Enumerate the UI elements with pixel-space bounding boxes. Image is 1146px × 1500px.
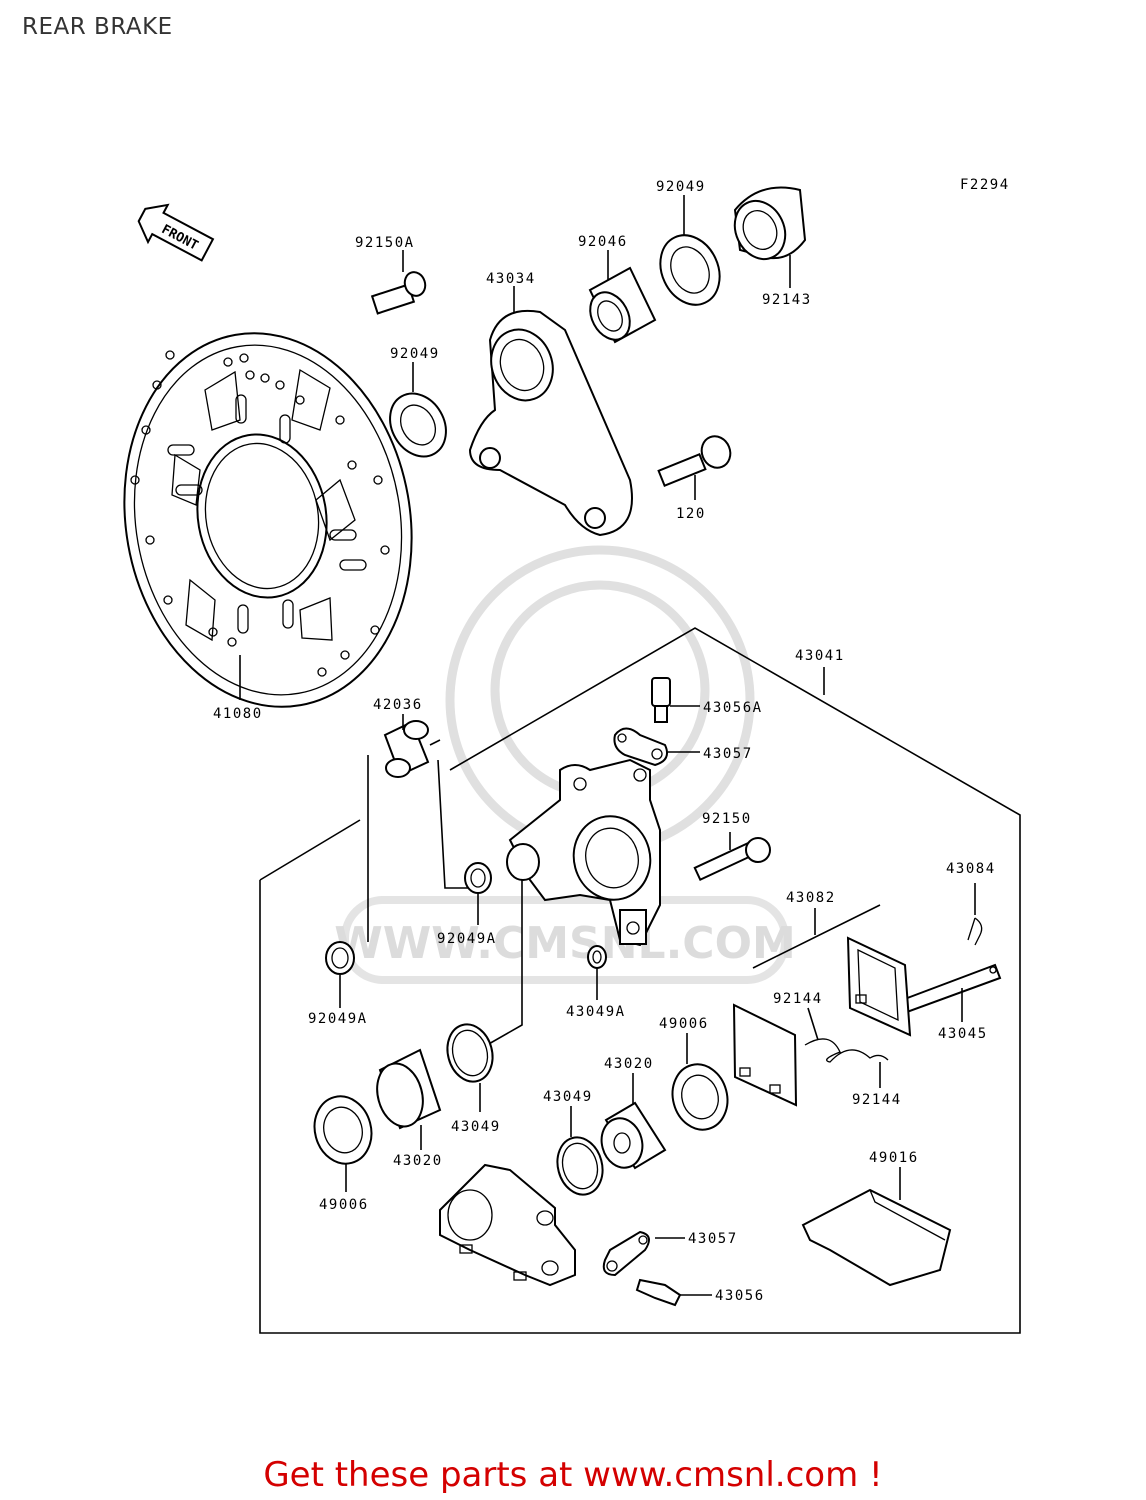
springs-92144 bbox=[804, 1038, 889, 1063]
label-92144-a: 92144 bbox=[773, 991, 823, 1007]
pin-43045 bbox=[900, 963, 1002, 1014]
clip-43084 bbox=[967, 917, 983, 946]
pad-spring-49016 bbox=[801, 1188, 952, 1287]
bolt-92150 bbox=[693, 837, 771, 882]
brake-pads-43082 bbox=[732, 936, 912, 1107]
watermark-text: WWW.CMSNL.COM bbox=[334, 918, 796, 969]
label-92150A: 92150A bbox=[355, 235, 415, 251]
label-92049-mid: 92049 bbox=[390, 346, 440, 362]
collar-92143 bbox=[733, 186, 807, 261]
label-43057-top: 43057 bbox=[703, 746, 753, 762]
label-120: 120 bbox=[676, 506, 706, 522]
bush-92049A-a bbox=[464, 862, 492, 894]
label-43045: 43045 bbox=[938, 1026, 988, 1042]
cap-43057-top bbox=[613, 727, 668, 767]
label-92150: 92150 bbox=[702, 811, 752, 827]
brake-disc bbox=[123, 332, 413, 708]
seal-43049A bbox=[587, 945, 607, 969]
seal-43049-right bbox=[556, 1136, 604, 1196]
seal-49006-right bbox=[671, 1063, 729, 1131]
seal-43049-left bbox=[446, 1023, 494, 1083]
label-43041: 43041 bbox=[795, 648, 845, 664]
label-43082: 43082 bbox=[786, 890, 836, 906]
label-43049-left: 43049 bbox=[451, 1119, 501, 1135]
label-41080: 41080 bbox=[213, 706, 263, 722]
label-92143: 92143 bbox=[762, 292, 812, 308]
label-43049-right: 43049 bbox=[543, 1089, 593, 1105]
label-43057-bottom: 43057 bbox=[688, 1231, 738, 1247]
label-43049A: 43049A bbox=[566, 1004, 626, 1020]
bush-92049-mid bbox=[389, 392, 447, 458]
seal-49006-left bbox=[313, 1095, 373, 1165]
bearing-92046 bbox=[588, 266, 657, 344]
label-43034: 43034 bbox=[486, 271, 536, 287]
bush-92049-top bbox=[659, 234, 721, 306]
label-49006-right: 49006 bbox=[659, 1016, 709, 1032]
label-92049-top: 92049 bbox=[656, 179, 706, 195]
page-title: REAR BRAKE bbox=[22, 14, 173, 40]
label-49006-left: 49006 bbox=[319, 1197, 369, 1213]
figure-code: F2294 bbox=[960, 177, 1010, 193]
label-43020-right: 43020 bbox=[604, 1056, 654, 1072]
bush-92049A-b bbox=[325, 941, 355, 975]
bleeder-43056 bbox=[635, 1278, 682, 1307]
label-43084: 43084 bbox=[946, 861, 996, 877]
caliper-bracket-43034 bbox=[468, 309, 633, 537]
bolt-120 bbox=[657, 435, 732, 487]
caliper-body bbox=[506, 758, 661, 947]
label-49016: 49016 bbox=[869, 1150, 919, 1166]
front-arrow-icon: FRONT bbox=[137, 203, 215, 262]
label-43020-left: 43020 bbox=[393, 1153, 443, 1169]
piston-43020-left bbox=[376, 1048, 442, 1130]
label-43056A: 43056A bbox=[703, 700, 763, 716]
label-43056: 43056 bbox=[715, 1288, 765, 1304]
bolt-92150A bbox=[370, 271, 427, 315]
label-92049A-b: 92049A bbox=[308, 1011, 368, 1027]
label-92144-b: 92144 bbox=[852, 1092, 902, 1108]
caliper-assembly-outline-43041 bbox=[259, 627, 1021, 1334]
label-92046: 92046 bbox=[578, 234, 628, 250]
cap-43057-bottom bbox=[602, 1230, 650, 1277]
cmsnl-link[interactable]: Get these parts at www.cmsnl.com ! bbox=[263, 1455, 883, 1495]
caliper-outer-half bbox=[439, 1163, 576, 1287]
label-42036: 42036 bbox=[373, 697, 423, 713]
piston-43020-right bbox=[600, 1101, 667, 1170]
label-92049A-a: 92049A bbox=[437, 931, 497, 947]
bleeder-43056A bbox=[651, 677, 671, 723]
sleeve-42036 bbox=[383, 720, 430, 778]
